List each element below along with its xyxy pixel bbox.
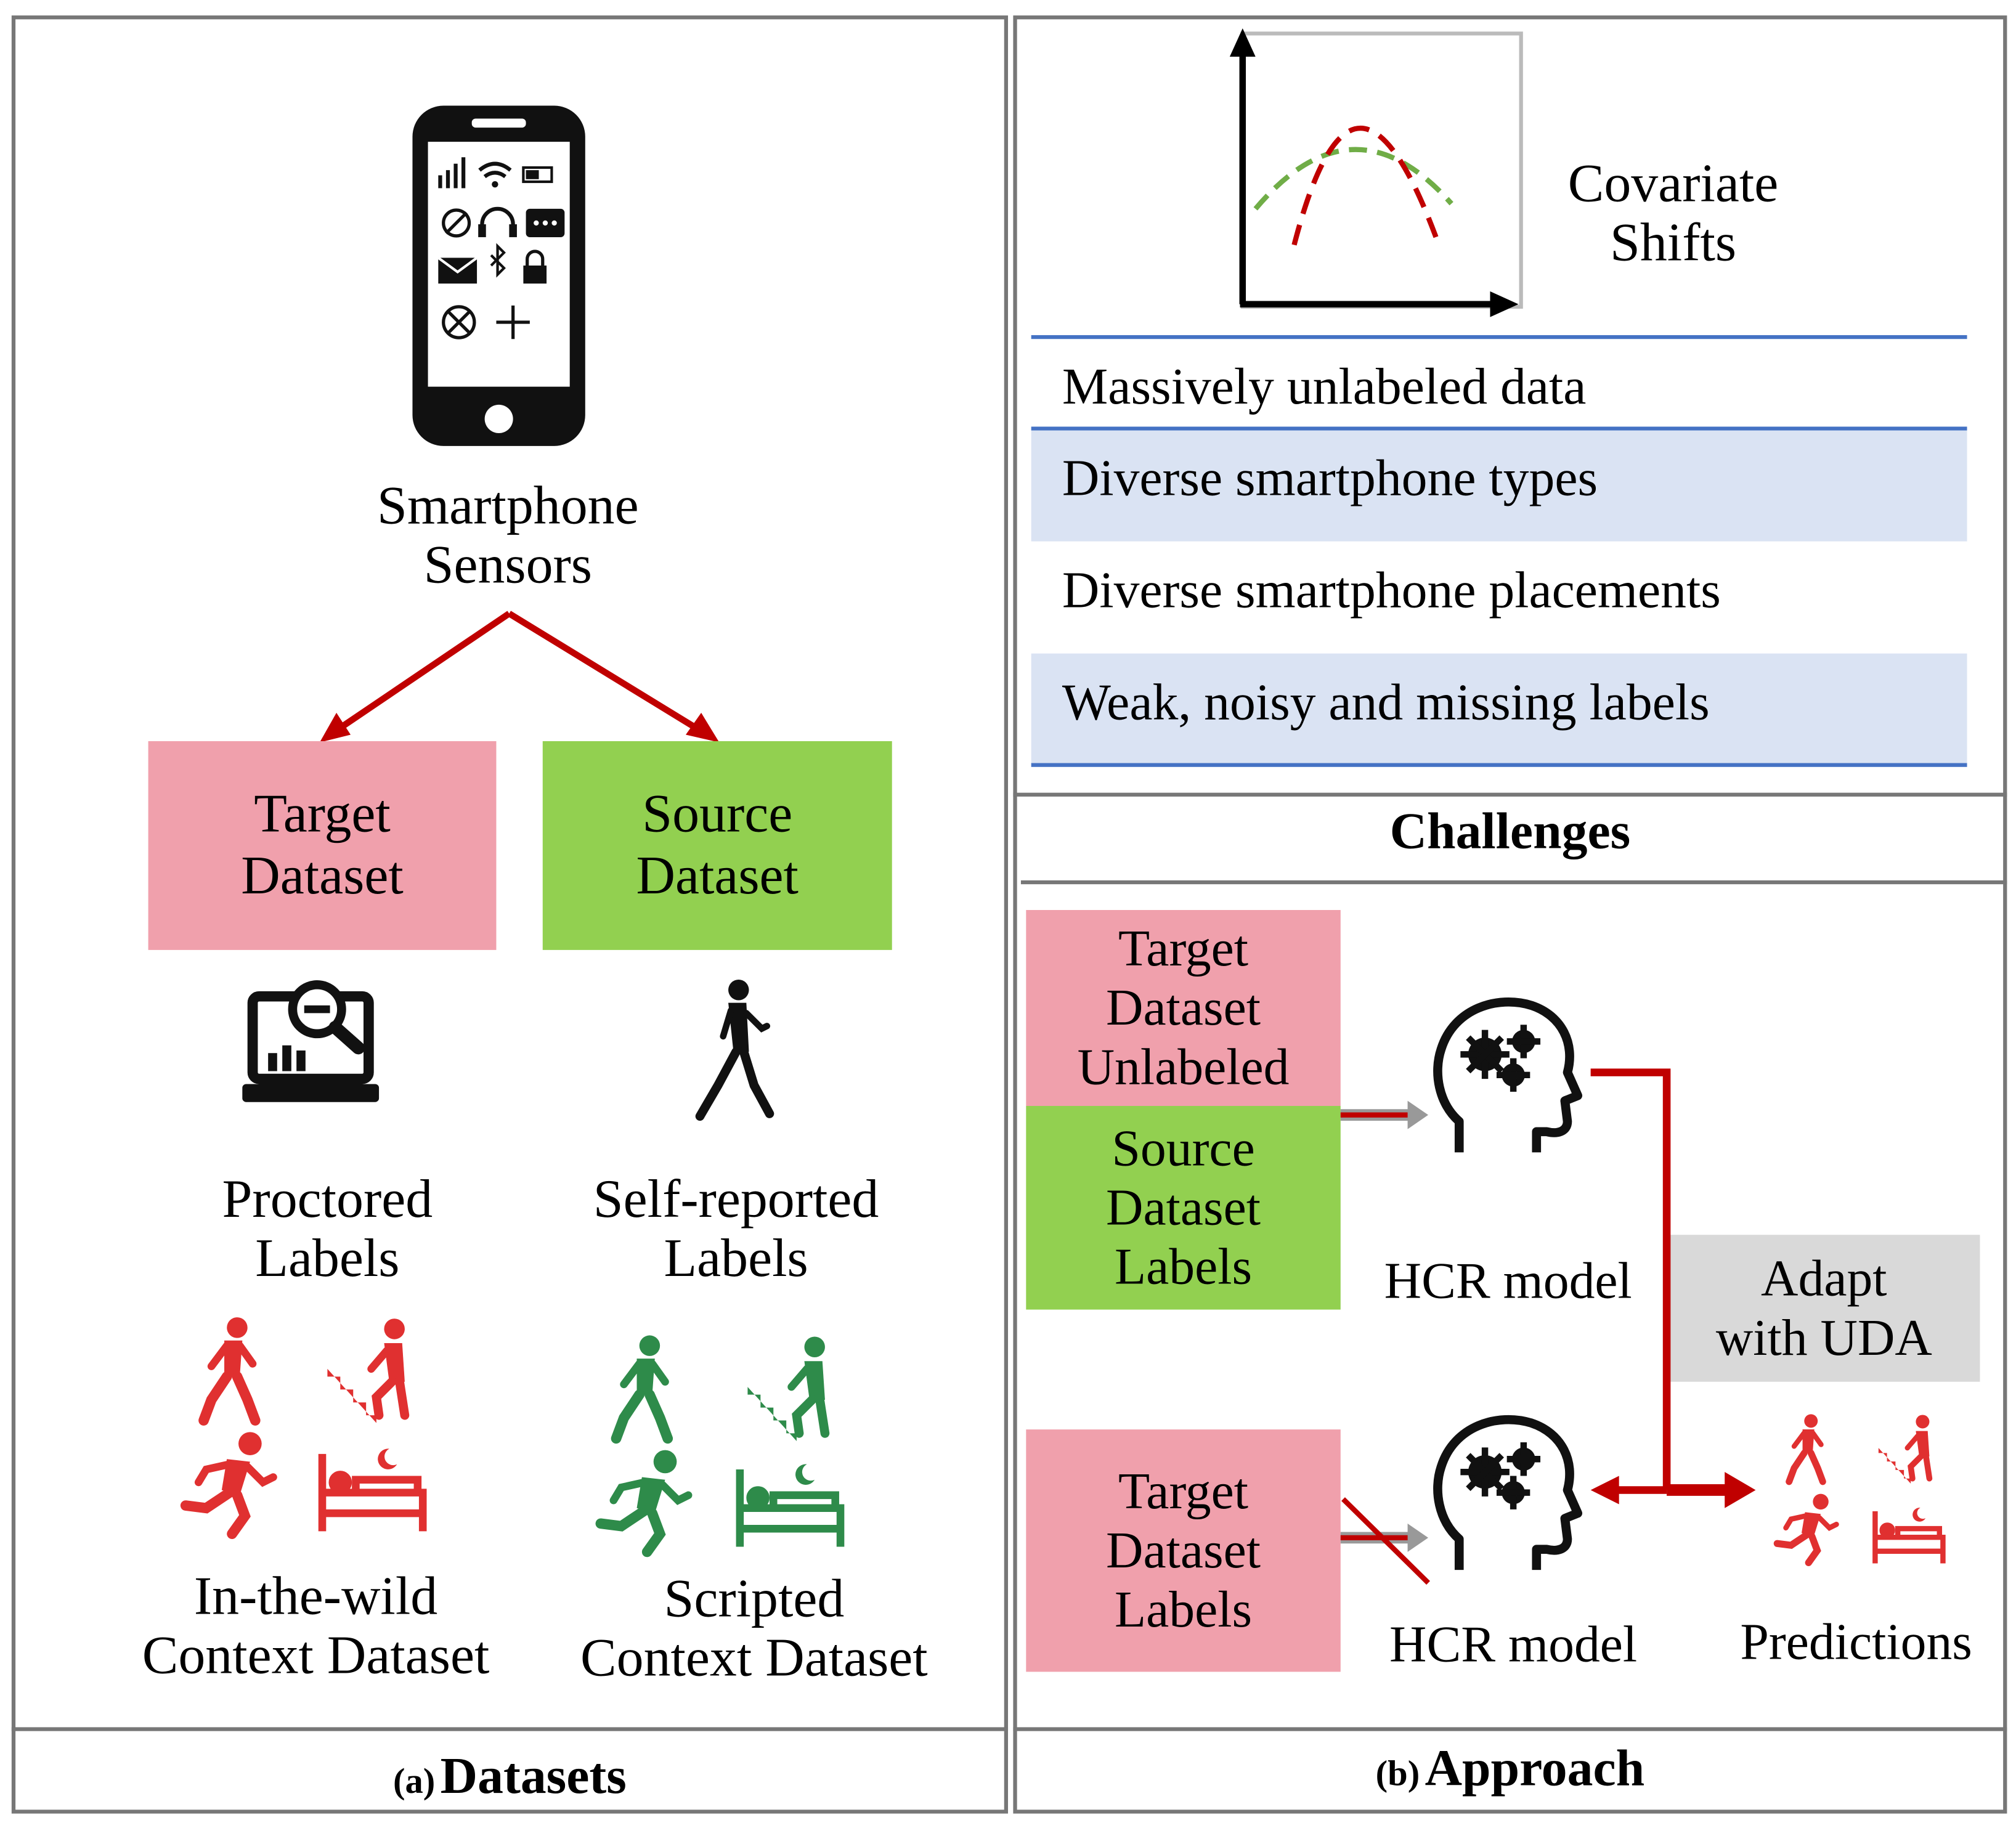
target-dataset-line-1: Target <box>254 784 391 844</box>
target-labels-line-1: Target <box>1118 1461 1249 1520</box>
head-gears-icon <box>1433 1415 1583 1570</box>
left-panel-frame <box>11 15 1009 1814</box>
challenge-rule-top <box>1031 335 1967 339</box>
caption-b-title: Approach <box>1425 1739 1645 1797</box>
caption-b-prefix: (b) <box>1375 1754 1420 1795</box>
adapt-line-2: with UDA <box>1715 1308 1932 1367</box>
source-dataset-box: Source Dataset <box>542 741 892 950</box>
caption-a: (a) Datasets <box>12 1746 1008 1805</box>
walking-icon <box>198 1317 261 1426</box>
source-labels-box: Source Dataset Labels <box>1026 1106 1341 1310</box>
target-unlabeled-line-2: Dataset <box>1106 978 1261 1037</box>
smartphone-icon <box>412 105 585 446</box>
covariate-shifts-line-1: Covariate <box>1567 155 1779 214</box>
scripted-line-1: Scripted <box>664 1570 845 1630</box>
proctored-labels-line-1: Proctored <box>222 1170 433 1230</box>
covariate-shifts-line-2: Shifts <box>1610 214 1737 274</box>
target-dataset-line-2: Dataset <box>241 847 404 906</box>
target-unlabeled-line-3: Unlabeled <box>1077 1038 1290 1096</box>
predictions-label: Predictions <box>1740 1612 1972 1671</box>
stairs-icon <box>1878 1415 1933 1484</box>
challenge-1: Massively unlabeled data <box>1062 357 1587 415</box>
target-dataset-box: Target Dataset <box>148 741 497 950</box>
target-labels-line-3: Labels <box>1115 1580 1253 1639</box>
caption-b: (b) Approach <box>1013 1739 2007 1797</box>
hcr-model-top-label: HCR model <box>1384 1251 1632 1310</box>
left-caption-divider <box>11 1727 1009 1731</box>
smartphone-sensors-label-1: Smartphone <box>376 477 639 537</box>
laptop-analytics-icon <box>242 980 380 1102</box>
target-labels-box: Target Dataset Labels <box>1026 1429 1341 1672</box>
challenge-2: Diverse smartphone types <box>1062 449 1598 507</box>
sleeping-icon <box>318 1448 427 1532</box>
sleeping-icon <box>1872 1508 1946 1564</box>
scripted-line-2: Context Dataset <box>580 1629 928 1689</box>
caption-a-title: Datasets <box>440 1746 627 1805</box>
source-labels-line-1: Source <box>1112 1118 1255 1177</box>
smartphone-sensors-label-2: Sensors <box>423 536 592 596</box>
challenge-rule-mid <box>1031 426 1967 431</box>
walking-icon <box>611 1335 673 1444</box>
challenge-band-2 <box>1031 430 1967 542</box>
right-panel-frame <box>1013 15 2007 1814</box>
head-gears-icon <box>1433 997 1583 1153</box>
adapt-uda-box: Adapt with UDA <box>1668 1235 1980 1382</box>
covariate-shift-plot <box>1229 28 1523 317</box>
target-unlabeled-box: Target Dataset Unlabeled <box>1026 910 1341 1107</box>
stairs-icon <box>327 1318 410 1423</box>
in-the-wild-line-2: Context Dataset <box>142 1627 490 1686</box>
in-the-wild-line-1: In-the-wild <box>193 1567 438 1627</box>
proctored-labels-line-2: Labels <box>255 1229 400 1290</box>
challenge-rule-bottom <box>1031 763 1967 767</box>
target-unlabeled-line-1: Target <box>1118 919 1249 977</box>
target-labels-line-2: Dataset <box>1106 1521 1261 1579</box>
adapt-line-1: Adapt <box>1761 1249 1887 1307</box>
source-labels-line-2: Dataset <box>1106 1178 1261 1237</box>
stairs-icon <box>747 1336 830 1441</box>
challenges-title: Challenges <box>1389 802 1631 860</box>
source-dataset-line-2: Dataset <box>636 847 799 906</box>
hcr-model-bottom-label: HCR model <box>1389 1615 1638 1673</box>
selfreported-labels-line-2: Labels <box>664 1229 808 1290</box>
running-icon <box>180 1432 277 1539</box>
challenges-top-divider <box>1013 792 2007 797</box>
right-caption-divider <box>1013 1727 2007 1731</box>
challenge-4: Weak, noisy and missing labels <box>1062 673 1710 731</box>
source-dataset-line-1: Source <box>642 784 793 844</box>
sleeping-icon <box>736 1464 845 1547</box>
challenge-band-4 <box>1031 653 1967 765</box>
running-icon <box>595 1450 693 1558</box>
caption-a-prefix: (a) <box>392 1761 436 1802</box>
running-icon <box>1773 1493 1839 1567</box>
challenge-3: Diverse smartphone placements <box>1062 561 1721 619</box>
source-labels-line-3: Labels <box>1115 1237 1253 1296</box>
walking-icon <box>1786 1414 1826 1485</box>
walking-person-phone-icon <box>695 979 774 1121</box>
challenges-bottom-divider <box>1020 880 2007 885</box>
selfreported-labels-line-1: Self-reported <box>593 1170 879 1230</box>
